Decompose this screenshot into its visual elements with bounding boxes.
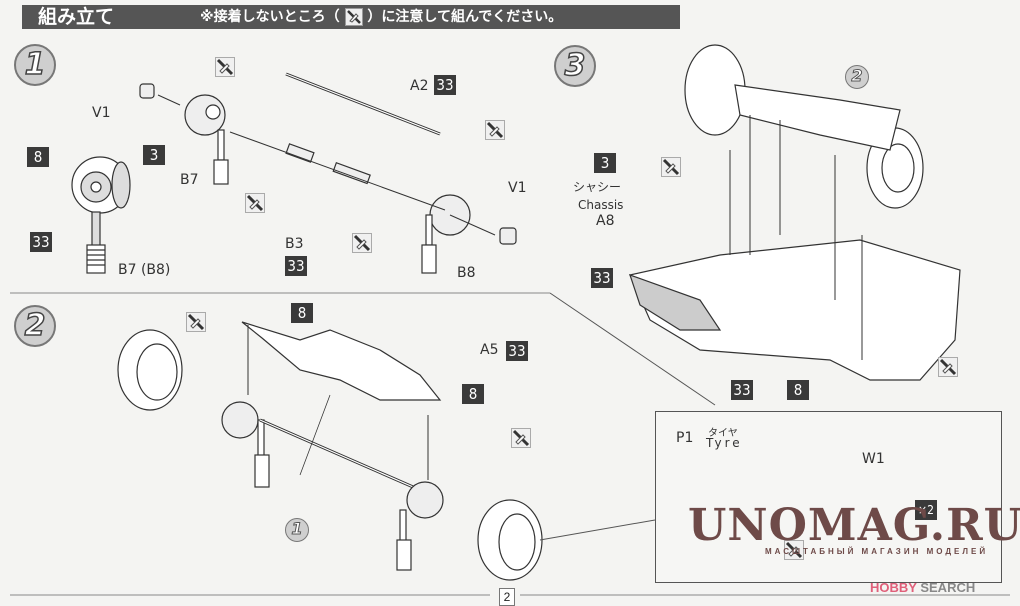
part-a8-label: A8 [596, 213, 615, 229]
part-a2-label: A2 [410, 78, 429, 94]
step-3-marker: 3 [554, 45, 596, 87]
unomag-watermark-sub: МАСШТАБНЫЙ МАГАЗИН МОДЕЛЕЙ [765, 547, 989, 556]
part-b7-b8-label: B7 (B8) [118, 262, 171, 278]
color-badge-a8: 33 [591, 268, 613, 288]
color-badge-top-8: 8 [291, 303, 313, 323]
color-badge-bottom-8: 8 [787, 380, 809, 400]
assembly-note: ※接着しないところ（ ）に注意して組んでください。 [200, 5, 562, 29]
chassis-jp-label: シャシー [573, 180, 622, 194]
part-v1-left-label: V1 [92, 105, 111, 121]
no-glue-icon [215, 57, 235, 77]
assembly-header: 組み立て ※接着しないところ（ ）に注意して組んでください。 [22, 5, 680, 29]
hub-detail-drawing [71, 156, 131, 274]
chassis-en-label: Chassis [578, 198, 624, 212]
color-badge-33: 33 [30, 232, 52, 252]
part-a5-label: A5 [480, 342, 499, 358]
hobby-logo-text: HOBBY [870, 580, 917, 595]
no-glue-icon [938, 357, 958, 377]
hobby-search-logo: HOBBY SEARCH [870, 580, 975, 595]
step-1-marker: 1 [14, 44, 56, 86]
no-glue-icon [352, 233, 372, 253]
color-badge-bottom-33: 33 [731, 380, 753, 400]
color-badge-3: 3 [143, 145, 165, 165]
part-v1-right-label: V1 [508, 180, 527, 196]
note-prefix: ※接着しないところ（ [200, 9, 340, 25]
color-badge-8: 8 [27, 147, 49, 167]
color-badge-a5: 33 [506, 341, 528, 361]
no-glue-icon [784, 540, 804, 560]
no-glue-icon [186, 312, 206, 332]
search-logo-text: SEARCH [920, 580, 976, 595]
part-p1-label: P1 [676, 430, 694, 446]
unomag-watermark: UNOMAG.RU [688, 500, 1020, 551]
sub-assembly-1-ref: 1 [285, 518, 309, 542]
step-2-marker: 2 [14, 305, 56, 347]
part-w1-label: W1 [862, 451, 885, 467]
color-badge-b3: 33 [285, 256, 307, 276]
color-badge-a2: 33 [434, 75, 456, 95]
color-badge-chassis: 3 [594, 153, 616, 173]
tyre-en-label: Tyre [706, 436, 743, 450]
no-glue-icon [661, 157, 681, 177]
quantity-badge: ×2 [915, 500, 937, 520]
part-b3-label: B3 [285, 236, 304, 252]
no-glue-icon [344, 8, 363, 26]
page-number: 2 [499, 588, 515, 606]
no-glue-icon [245, 193, 265, 213]
no-glue-icon [511, 428, 531, 448]
no-glue-icon [485, 120, 505, 140]
note-suffix: ）に注意して組んでください。 [367, 9, 563, 25]
sub-assembly-2-ref: 2 [845, 65, 869, 89]
part-b8-label: B8 [457, 265, 476, 281]
color-badge-right-8: 8 [462, 384, 484, 404]
tyre-jp-label: タイヤ [708, 428, 738, 439]
assembly-title: 組み立て [38, 6, 115, 28]
part-b7-label: B7 [180, 172, 199, 188]
tyre-inset-box [655, 411, 1002, 583]
